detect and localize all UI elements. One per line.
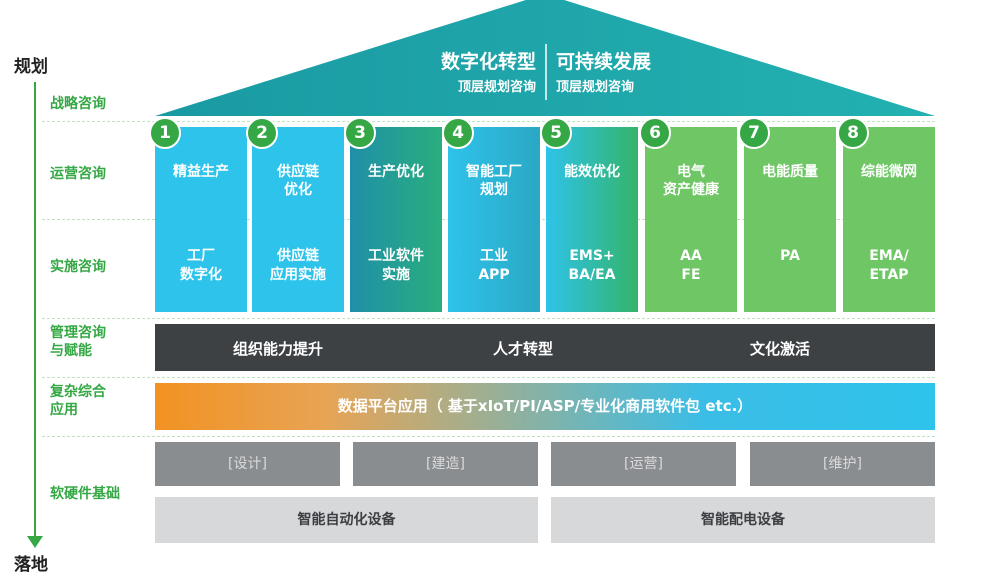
pillar-operation-text: 智能工厂 规划 <box>466 164 522 198</box>
roof-shape <box>155 0 935 116</box>
pillar-6: 6 电气 资产健康 AA FE <box>639 117 737 312</box>
foundation-step: [运营] <box>551 442 736 486</box>
foundation-step: [建造] <box>353 442 538 486</box>
pillar-implementation-text: EMS+ BA/EA <box>568 248 616 283</box>
roof-right-subtitle: 顶层规划咨询 <box>556 80 635 95</box>
pillar-number-badge: 2 <box>246 117 278 149</box>
roof-left-title: 数字化转型 <box>440 51 536 73</box>
pillar-implementation-text: 工业 APP <box>478 248 510 283</box>
pillar-number-badge: 3 <box>344 117 376 149</box>
level-foundation: 软硬件基础 <box>50 486 120 502</box>
pillar-operation-text: 电气 资产健康 <box>663 164 719 198</box>
roof-left-subtitle: 顶层规划咨询 <box>457 80 536 95</box>
pillar-1: 1 精益生产 工厂 数字化 <box>149 117 247 312</box>
pillar-4: 4 智能工厂 规划 工业 APP <box>442 117 540 312</box>
management-bar: 组织能力提升 人才转型 文化激活 <box>155 324 935 371</box>
management-item: 文化激活 <box>750 340 811 358</box>
platform-text: 数据平台应用（ 基于xIoT/PI/ASP/专业化商用软件包 etc.） <box>337 397 753 415</box>
pillar-operation-text: 电能质量 <box>762 164 818 180</box>
pillar-3: 3 生产优化 工业软件 实施 <box>344 117 442 312</box>
pillar-number-badge: 1 <box>149 117 181 149</box>
pillar-implementation-text: AA FE <box>680 248 702 283</box>
pillar-implementation-text: PA <box>780 248 800 264</box>
pillar-number-badge: 6 <box>639 117 671 149</box>
axis-arrow-icon <box>27 536 43 548</box>
axis-bottom-label: 落地 <box>14 555 48 575</box>
separator <box>42 318 935 319</box>
level-strategy: 战略咨询 <box>50 96 106 112</box>
level-operation: 运营咨询 <box>50 166 106 182</box>
foundation-step: [维护] <box>750 442 935 486</box>
pillar-number-badge: 4 <box>442 117 474 149</box>
foundation-step: [设计] <box>155 442 340 486</box>
pillar-operation-text: 综能微网 <box>861 164 917 180</box>
pillar-operation-text: 精益生产 <box>173 164 229 180</box>
management-item: 人才转型 <box>493 340 554 358</box>
separator <box>42 121 935 122</box>
separator <box>42 436 935 437</box>
axis-line <box>34 82 36 542</box>
pillar-implementation-text: EMA/ ETAP <box>869 248 909 283</box>
management-item: 组织能力提升 <box>233 340 324 358</box>
pillar-operation-text: 能效优化 <box>564 164 620 180</box>
pillar-7: 7 电能质量 PA <box>738 117 836 312</box>
pillar-number-badge: 5 <box>540 117 572 149</box>
pillar-number-badge: 7 <box>738 117 770 149</box>
level-complex: 复杂综合 应用 <box>50 384 106 418</box>
pillar-implementation-text: 供应链 应用实施 <box>270 248 326 283</box>
pillar-implementation-text: 工业软件 实施 <box>368 248 424 283</box>
level-implementation: 实施咨询 <box>50 259 106 275</box>
pillar-operation-text: 供应链 优化 <box>277 164 319 198</box>
pillar-operation-text: 生产优化 <box>368 164 424 180</box>
pillar-implementation-text: 工厂 数字化 <box>180 248 222 283</box>
platform-bar: 数据平台应用（ 基于xIoT/PI/ASP/专业化商用软件包 etc.） <box>155 383 935 430</box>
pillar-5: 5 能效优化 EMS+ BA/EA <box>540 117 638 312</box>
level-management: 管理咨询 与赋能 <box>50 325 106 359</box>
pillar-2: 2 供应链 优化 供应链 应用实施 <box>246 117 344 312</box>
pillar-8: 8 综能微网 EMA/ ETAP <box>837 117 935 312</box>
roof-right-title: 可持续发展 <box>556 51 652 73</box>
foundation-device: 智能配电设备 <box>551 497 935 543</box>
pillar-number-badge: 8 <box>837 117 869 149</box>
separator <box>42 377 935 378</box>
axis-top-label: 规划 <box>14 57 48 77</box>
foundation-device: 智能自动化设备 <box>155 497 538 543</box>
